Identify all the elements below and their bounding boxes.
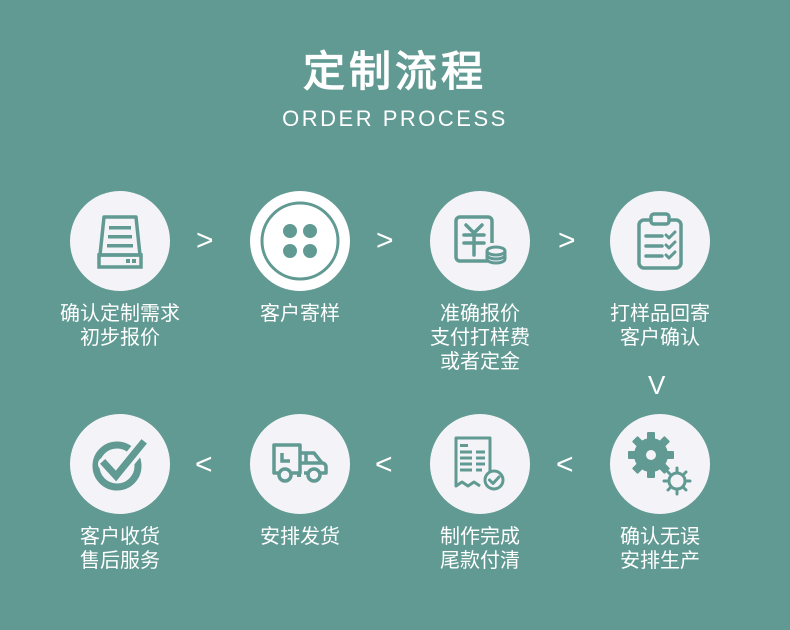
step-7-label: 安排发货 — [210, 524, 390, 548]
step-3-label: 准确报价 支付打样费 或者定金 — [390, 301, 570, 373]
arrow-left-3: < — [195, 448, 213, 481]
step-3-line-3: 或者定金 — [440, 349, 520, 373]
step-5-line-2: 安排生产 — [620, 548, 700, 572]
step-1-line-1: 确认定制需求 — [60, 301, 180, 325]
step-8-line-1: 客户收货 — [80, 524, 160, 548]
step-4-line-1: 打样品回寄 — [610, 301, 710, 325]
step-5-label: 确认无误 安排生产 — [570, 524, 750, 572]
gears-icon — [625, 429, 695, 499]
step-1-circle — [70, 191, 170, 291]
step-4-circle — [610, 191, 710, 291]
step-5-circle — [610, 414, 710, 514]
page-subtitle: ORDER PROCESS — [282, 106, 508, 131]
step-3-circle — [430, 191, 530, 291]
step-7-circle — [250, 414, 350, 514]
step-8-line-2: 售后服务 — [80, 548, 160, 572]
arrow-left-2: < — [375, 448, 393, 481]
clipboard-checklist-icon — [635, 210, 685, 272]
step-1-label: 确认定制需求 初步报价 — [30, 301, 210, 349]
arrow-down: V — [648, 370, 666, 400]
step-2-label: 客户寄样 — [210, 301, 390, 325]
arrow-right-1: > — [196, 224, 214, 257]
arrow-left-1: < — [556, 448, 574, 481]
arrow-right-3: > — [558, 224, 576, 257]
step-8-circle — [70, 414, 170, 514]
button-icon — [255, 196, 345, 286]
step-6-circle — [430, 414, 530, 514]
step-4-label: 打样品回寄 客户确认 — [570, 301, 750, 349]
step-8-label: 客户收货 售后服务 — [30, 524, 210, 572]
step-2-circle — [250, 191, 350, 291]
step-6-line-2: 尾款付清 — [440, 548, 520, 572]
delivery-truck-icon — [270, 441, 330, 487]
page-title: 定制流程 — [302, 47, 487, 96]
step-3-line-2: 支付打样费 — [430, 325, 530, 349]
step-5-line-1: 确认无误 — [620, 524, 700, 548]
receipt-check-icon — [452, 434, 508, 494]
yuan-coins-icon — [452, 213, 508, 269]
document-tray-icon — [95, 213, 145, 269]
check-circle-icon — [90, 434, 150, 494]
step-1-line-2: 初步报价 — [80, 325, 160, 349]
step-3-line-1: 准确报价 — [440, 301, 520, 325]
step-4-line-2: 客户确认 — [620, 325, 700, 349]
step-6-label: 制作完成 尾款付清 — [390, 524, 570, 572]
arrow-right-2: > — [376, 224, 394, 257]
step-2-line-1: 客户寄样 — [260, 301, 340, 325]
step-6-line-1: 制作完成 — [440, 524, 520, 548]
step-7-line-1: 安排发货 — [260, 524, 340, 548]
